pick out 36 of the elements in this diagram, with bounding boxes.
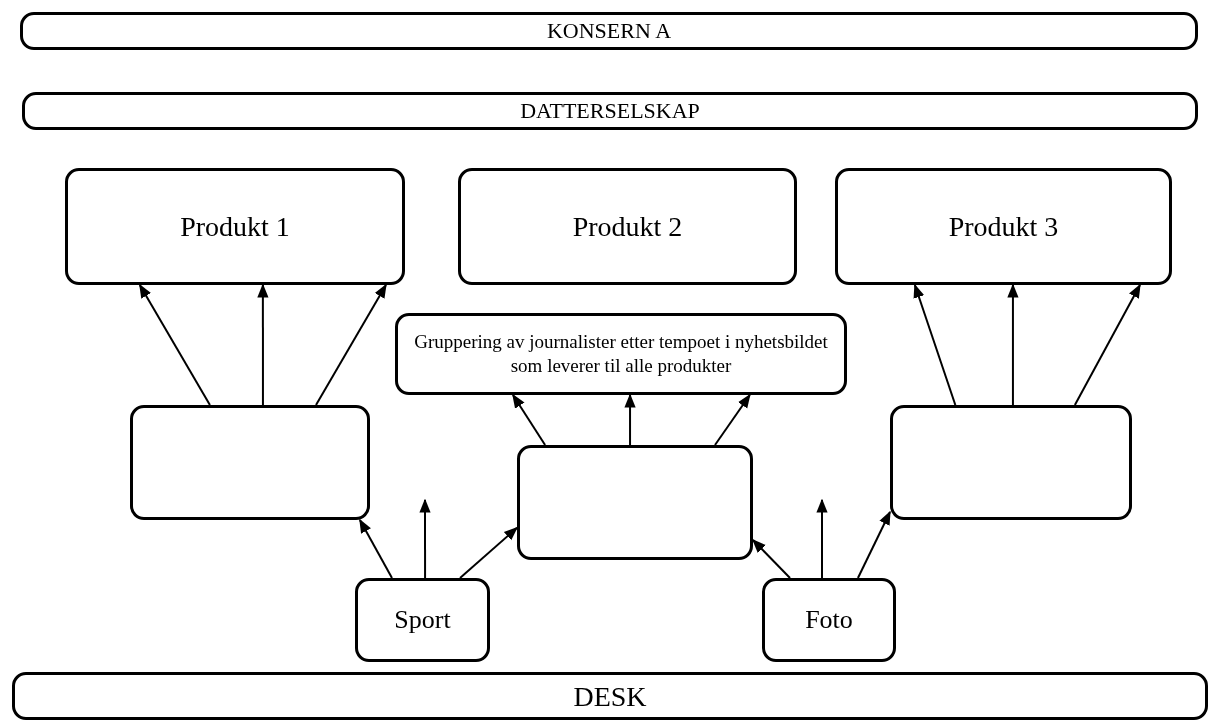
box-label: Produkt 2 <box>572 210 683 244</box>
arrow <box>1007 283 1019 406</box>
arrow <box>257 283 269 406</box>
arrow <box>459 526 519 579</box>
rounded-box <box>65 168 405 285</box>
box-label: DESK <box>573 679 647 714</box>
arrow <box>511 393 547 446</box>
rounded-box <box>20 12 1198 50</box>
arrow <box>856 510 891 579</box>
box-label: Foto <box>805 603 853 636</box>
box-label: KONSERN A <box>546 17 672 45</box>
arrow <box>624 393 636 446</box>
arrow <box>714 393 751 446</box>
box-label: Produkt 3 <box>948 210 1059 244</box>
rounded-box <box>458 168 797 285</box>
box-label: Gruppering av journalister etter tempoet i nyhetsbildet som leverer til alle produkter <box>413 330 829 378</box>
arrow <box>315 283 387 406</box>
empty-box <box>517 445 753 560</box>
rounded-box <box>22 92 1198 130</box>
arrow <box>419 498 431 579</box>
rounded-box <box>835 168 1172 285</box>
arrow <box>358 518 393 579</box>
rounded-box <box>355 578 490 662</box>
arrow <box>1073 283 1141 406</box>
empty-box <box>890 405 1132 520</box>
box-label: DATTERSELSKAP <box>520 97 700 125</box>
arrow <box>913 283 957 406</box>
rounded-box <box>395 313 847 395</box>
rounded-box <box>12 672 1208 720</box>
arrow <box>138 283 211 406</box>
arrow <box>816 498 828 579</box>
box-label: Sport <box>394 603 451 636</box>
box-label: Produkt 1 <box>180 210 290 244</box>
empty-box <box>130 405 370 520</box>
arrow <box>752 539 791 579</box>
rounded-box <box>762 578 896 662</box>
